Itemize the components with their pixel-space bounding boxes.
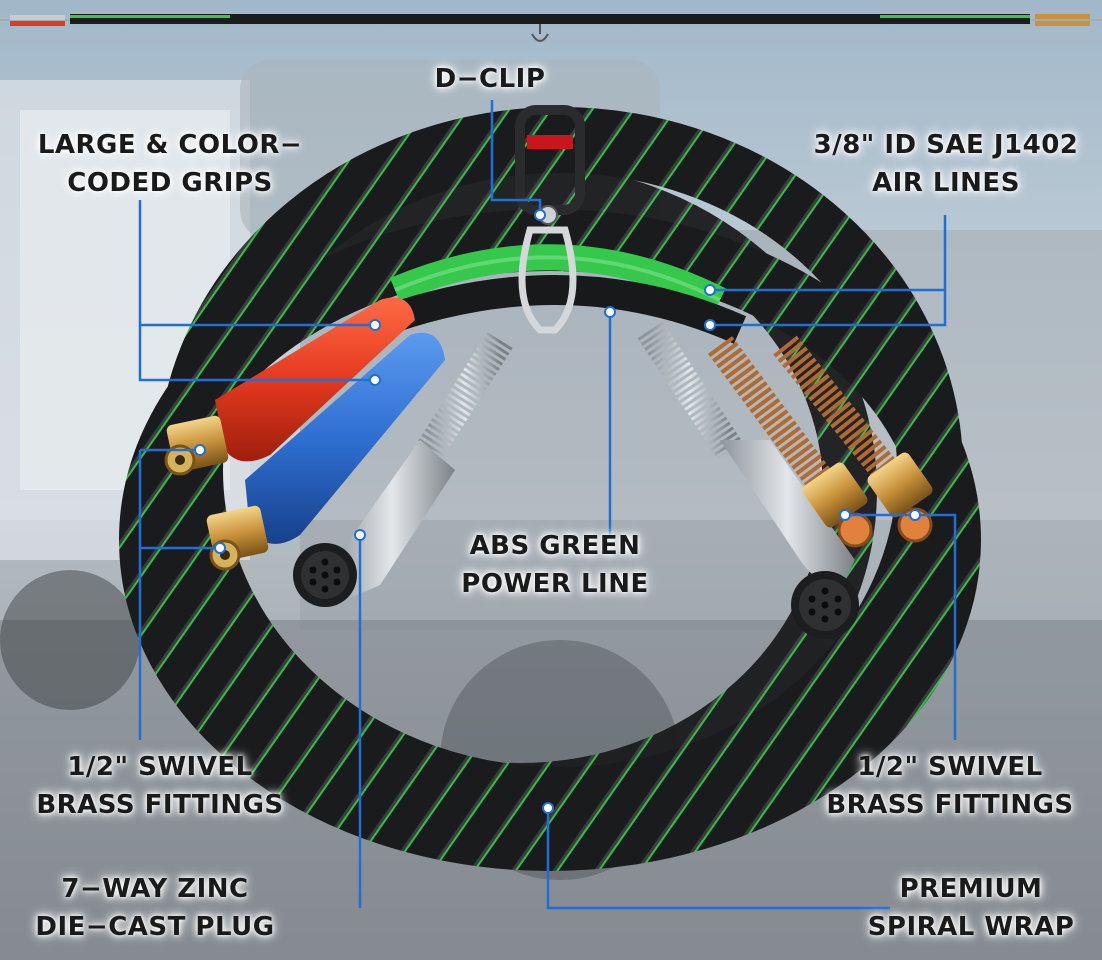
callout-brass-fittings-right: 1/2" SWIVEL BRASS FITTINGS [800, 748, 1100, 824]
callout-brass-left-line2: BRASS FITTINGS [36, 790, 284, 820]
callout-d-clip-line1: D−CLIP [434, 64, 546, 94]
leader-dots [194, 209, 921, 814]
callout-air-lines: 3/8" ID SAE J1402 AIR LINES [790, 126, 1102, 202]
leader-lines [138, 100, 957, 910]
callout-brass-fittings-left: 1/2" SWIVEL BRASS FITTINGS [10, 748, 310, 824]
callout-d-clip: D−CLIP [410, 60, 570, 98]
hose-length-preview [0, 14, 1102, 42]
callout-wrap-line2: SPIRAL WRAP [867, 912, 1075, 942]
seven-way-plug-right [637, 321, 859, 639]
callout-wrap-line1: PREMIUM [899, 874, 1043, 904]
callout-abs-power-line1: ABS GREEN [469, 531, 641, 561]
callout-brass-left-line1: 1/2" SWIVEL [67, 752, 253, 782]
callout-grips-line1: LARGE & COLOR− [37, 130, 303, 160]
callout-plug-line1: 7−WAY ZINC [61, 874, 249, 904]
gladhand-fitting-icon [707, 335, 933, 548]
callout-spiral-wrap: PREMIUM SPIRAL WRAP [840, 870, 1102, 946]
callout-abs-power-line: ABS GREEN POWER LINE [430, 527, 680, 603]
callout-grips-line2: CODED GRIPS [67, 168, 273, 198]
callout-brass-right-line2: BRASS FITTINGS [826, 790, 1074, 820]
callout-brass-right-line1: 1/2" SWIVEL [857, 752, 1043, 782]
callout-seven-way-plug: 7−WAY ZINC DIE−CAST PLUG [10, 870, 300, 946]
callout-abs-power-line2: POWER LINE [461, 569, 649, 599]
callout-air-lines-line2: AIR LINES [872, 168, 1020, 198]
callout-air-lines-line1: 3/8" ID SAE J1402 [813, 130, 1079, 160]
callout-grips: LARGE & COLOR− CODED GRIPS [0, 126, 340, 202]
callout-plug-line2: DIE−CAST PLUG [35, 912, 275, 942]
